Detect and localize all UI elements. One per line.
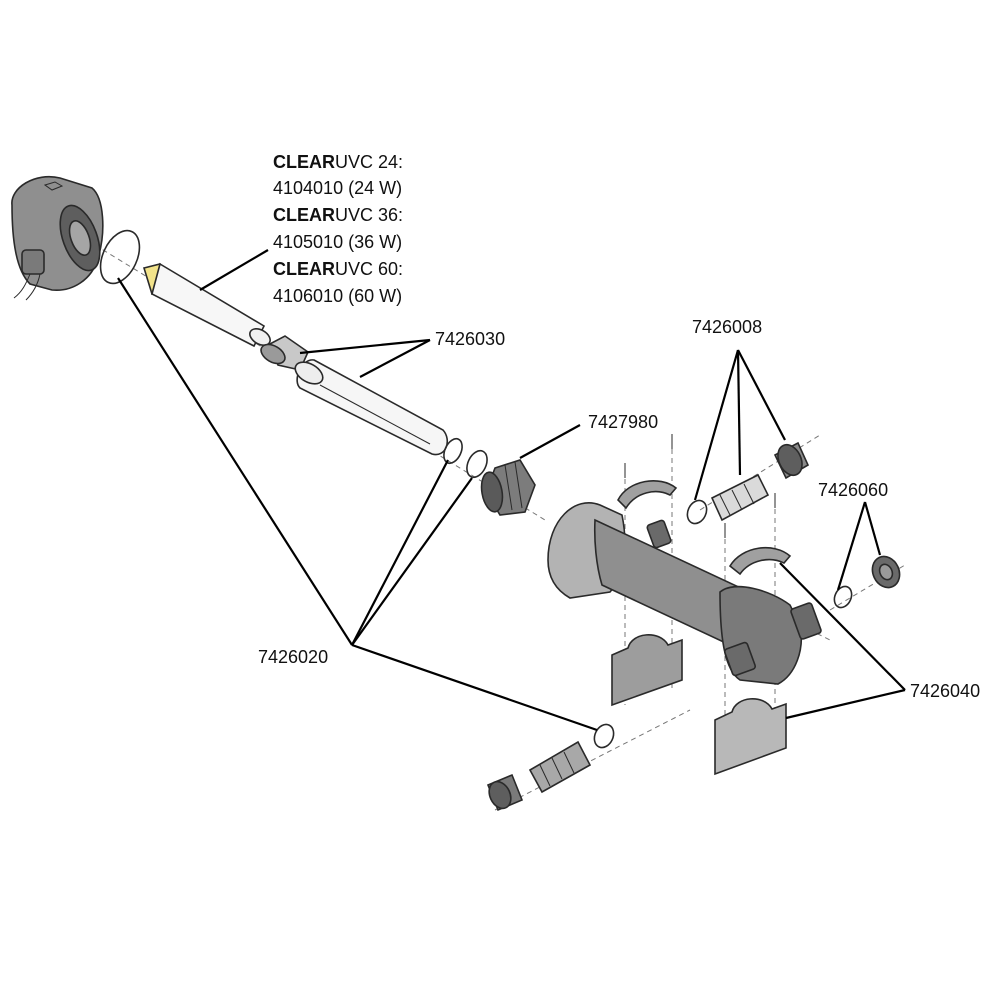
lamp-spec-line-1: CLEARUVC 24: [273,152,403,172]
union-nut [480,459,536,516]
quartz-sleeve [260,335,448,456]
lamp-spec-block: CLEARUVC 24: 4104010 (24 W) CLEARUVC 36:… [273,152,403,306]
electrical-head-icon [11,175,104,301]
gasket-ring-lamp-end [99,229,141,285]
hose-tail-lower [486,723,615,812]
lamp-spec-line-3: CLEARUVC 36: [273,205,403,225]
part-label-union-nut: 7427980 [588,412,658,432]
lamp-spec-line-6: 4106010 (60 W) [273,286,402,306]
o-ring-pair [833,555,901,609]
lamp-spec-line-5: CLEARUVC 60: [273,259,403,279]
part-label-o-ring: 7426060 [818,480,888,500]
part-label-quartz-sleeve: 7426030 [435,329,505,349]
lamp-spec-line-2: 4104010 (24 W) [273,178,402,198]
lamp-spec-line-4: 4105010 (36 W) [273,232,402,252]
uvc-housing-icon [547,480,822,685]
uv-lamp-icon [142,262,271,348]
screw-icon [624,434,776,538]
o-ring-2 [466,449,488,479]
part-label-hose-tail: 7426008 [692,317,762,337]
part-label-clamp-bracket: 7426040 [910,681,980,701]
part-label-gasket: 7426020 [258,647,328,667]
clamp-bracket-set [611,634,787,776]
leader-lines [117,249,906,732]
hose-tail-upper [686,441,810,525]
